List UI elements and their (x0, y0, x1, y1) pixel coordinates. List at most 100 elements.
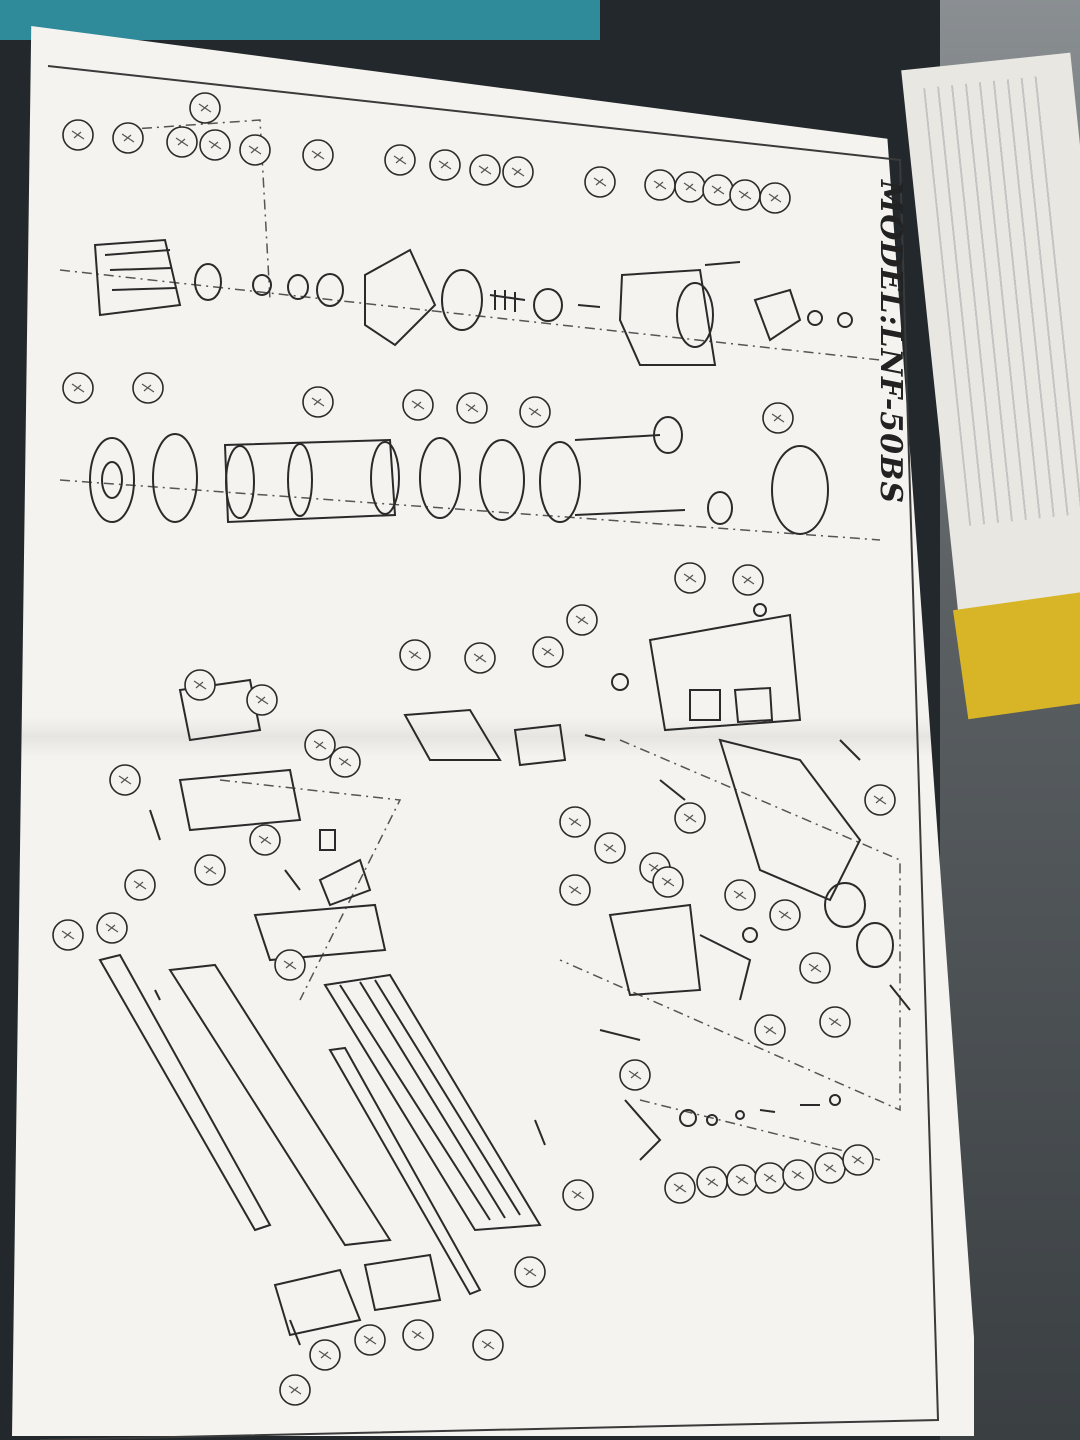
callout-glyph (288, 1385, 302, 1395)
trigger-part (513, 723, 567, 767)
callout-glyph (593, 177, 607, 187)
housing-window-right (733, 686, 774, 724)
cylinder-top (370, 441, 400, 515)
callout-glyph (71, 383, 85, 393)
nut-part (316, 273, 344, 307)
callout-glyph (628, 1070, 642, 1080)
callout-glyph (771, 413, 785, 423)
end-screw-part (289, 1319, 301, 1346)
callout-glyph (283, 960, 297, 970)
spring-nose-part (319, 829, 336, 851)
cylinder-seal-part (771, 445, 829, 535)
trigger-pin-part (599, 1029, 641, 1041)
magazine-rod-part (328, 1046, 482, 1296)
magazine-end-part (273, 1268, 362, 1337)
bumper-core (101, 461, 123, 499)
magazine-body-part (323, 973, 542, 1232)
washer-part (252, 274, 272, 296)
magazine-rail-part (168, 963, 392, 1247)
callout-glyph (603, 843, 617, 853)
model-title: MODEL:LNF-50BS (873, 180, 908, 505)
nose-cone-part (93, 238, 182, 317)
callout-glyph (673, 1183, 687, 1193)
housing-screw-part (753, 603, 767, 617)
cylinder-o-ring-part (419, 437, 461, 519)
callout-glyph (808, 963, 822, 973)
callout-glyph (705, 1177, 719, 1187)
callout-glyph (208, 140, 222, 150)
housing-nut-part (611, 673, 629, 691)
callout-glyph (683, 182, 697, 192)
callout-glyph (653, 180, 667, 190)
seal-part (287, 274, 309, 300)
callout-glyph (763, 1025, 777, 1035)
cap-screw-part (837, 312, 853, 328)
pin-nose-part (149, 809, 161, 841)
pin-body-part (659, 779, 686, 801)
cylinder-part (223, 438, 397, 524)
callout-glyph (828, 1017, 842, 1027)
assembly-line-top (59, 269, 881, 361)
head-valve-part (479, 439, 525, 521)
trigger-parts (403, 708, 841, 1161)
nose-cone-ribs (104, 249, 177, 291)
contact-arm-part (178, 768, 302, 832)
callout-glyph (318, 1350, 332, 1360)
valve-nut-part (742, 927, 758, 943)
callout-glyph (411, 400, 425, 410)
air-fitting-part (889, 984, 911, 1011)
safety-part (699, 934, 752, 1001)
callout-glyph (711, 185, 725, 195)
callout-glyph (258, 835, 272, 845)
pusher-rod-part (98, 953, 272, 1232)
assembly-line-bracket (119, 119, 271, 301)
cylinder-end (225, 445, 255, 519)
callout-glyph (203, 865, 217, 875)
piston-cap-part (533, 288, 563, 322)
callout-glyph (823, 1163, 837, 1173)
spring-small-part (584, 734, 606, 741)
callout-glyph (411, 1330, 425, 1340)
callout-glyph (768, 193, 782, 203)
o-ring-part (194, 263, 222, 301)
callout-glyph (61, 930, 75, 940)
callout-glyph (575, 615, 589, 625)
screw-part (704, 261, 741, 266)
cylinder-cap-face (676, 282, 714, 348)
bumper-part (89, 437, 135, 523)
valve-cap-part (829, 1094, 841, 1106)
callout-glyph (133, 880, 147, 890)
callout-glyph (851, 1155, 865, 1165)
trigger-valve-body-part (608, 903, 702, 997)
callout-glyph (741, 575, 755, 585)
callout-glyph (873, 795, 887, 805)
callout-glyph (661, 877, 675, 887)
callout-glyph (141, 383, 155, 393)
nose-plate-part (253, 903, 387, 962)
cylinder-rib (287, 443, 313, 517)
trigger-lever-part (403, 708, 502, 761)
callout-glyph (71, 130, 85, 140)
callout-glyph (568, 885, 582, 895)
callout-glyph (198, 103, 212, 113)
callout-glyph (105, 923, 119, 933)
bumper-o-ring-part (152, 433, 198, 523)
driver-blade-parts (574, 434, 686, 516)
handle-screw-part (839, 739, 861, 761)
callout-glyph (571, 1190, 585, 1200)
callout-glyph (363, 1335, 377, 1345)
spring-safety-part (284, 869, 301, 891)
callout-glyph (511, 167, 525, 177)
callout-glyph (733, 890, 747, 900)
spring-part (489, 290, 526, 312)
callout-glyph (393, 155, 407, 165)
callout-glyph (121, 133, 135, 143)
handle-part (718, 738, 862, 902)
small-nut-part (807, 310, 823, 326)
callout-glyph (338, 757, 352, 767)
callout-glyph (481, 1340, 495, 1350)
parts-diagram-sheet (12, 26, 974, 1436)
large-o-ring-part (441, 269, 483, 331)
callout-glyph (118, 775, 132, 785)
